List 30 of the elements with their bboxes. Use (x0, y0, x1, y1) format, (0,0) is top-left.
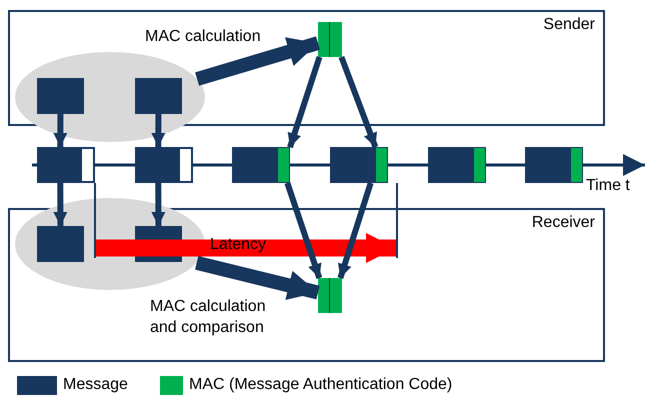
arrow (338, 56, 378, 148)
arrow (151, 114, 166, 148)
frame-block (232, 147, 290, 183)
legend-label: MAC (Message Authentication Code) (189, 376, 452, 394)
lane-title: Receiver (532, 214, 595, 232)
arrow (195, 256, 320, 300)
axis-label: Time t (586, 177, 630, 195)
arrow (195, 36, 320, 86)
message-block (135, 78, 182, 114)
latency-label: Latency (210, 236, 266, 254)
edge-label: MAC calculation and comparison (150, 297, 267, 338)
frame-block (135, 147, 193, 183)
arrow (151, 182, 166, 226)
frame-block (428, 147, 486, 183)
mac-block (318, 278, 342, 313)
lane-panel (8, 208, 605, 362)
frame-block (37, 147, 95, 183)
arrow (287, 56, 322, 148)
frame-block (330, 147, 388, 183)
arrow (53, 114, 68, 148)
legend-label: Message (63, 376, 128, 394)
arrow (53, 182, 68, 226)
message-block (37, 226, 84, 262)
frame-block (525, 147, 583, 183)
mac-block (318, 22, 342, 57)
message-block (37, 78, 84, 114)
lane-panel (8, 10, 605, 126)
arrow (284, 182, 322, 279)
arrow (338, 182, 374, 279)
lane-title: Sender (543, 16, 595, 34)
